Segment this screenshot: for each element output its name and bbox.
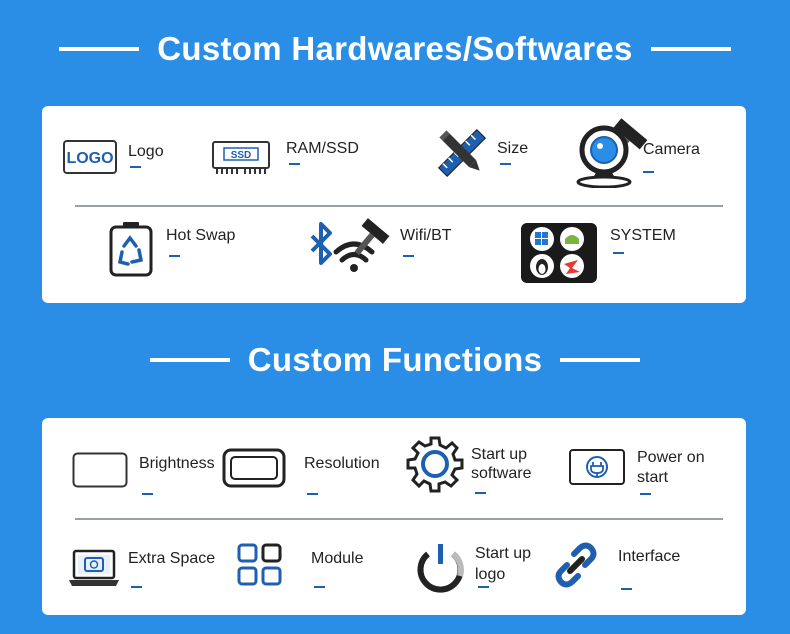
item-label-hot-swap: Hot Swap	[166, 227, 236, 244]
laptop-icon	[68, 548, 120, 588]
item-label-power-on-l1: Power on	[637, 449, 705, 466]
item-label-camera: Camera	[643, 141, 700, 158]
resolution-icon	[222, 448, 286, 488]
item-label-power-on-l2: start	[637, 469, 669, 486]
camera-icon	[572, 114, 654, 188]
item-dash	[478, 586, 489, 588]
section-heading-functions: Custom Functions	[0, 341, 790, 379]
item-dash	[475, 492, 486, 494]
os-icon	[520, 222, 598, 284]
item-dash	[314, 586, 325, 588]
item-label-ram-ssd: RAM/SSD	[286, 140, 359, 157]
item-label-startup-logo-l2: logo	[475, 566, 506, 583]
startup-logo-icon	[412, 542, 468, 594]
item-dash	[621, 588, 632, 590]
heading-rule-right	[650, 47, 731, 51]
wifi-bluetooth-icon	[306, 218, 390, 282]
hardware-panel: LOGO Logo SSD RAM/SSD	[42, 106, 746, 303]
logo-icon: LOGO	[62, 138, 118, 176]
svg-text:LOGO: LOGO	[66, 150, 113, 167]
item-label-resolution: Resolution	[304, 455, 380, 472]
item-label-logo: Logo	[128, 143, 164, 160]
item-dash	[289, 163, 300, 165]
brightness-icon	[72, 452, 128, 488]
item-dash	[130, 166, 141, 168]
svg-text:SSD: SSD	[231, 150, 252, 161]
ruler-pencil-icon	[434, 126, 490, 180]
gear-icon	[406, 435, 464, 493]
panel-divider	[75, 205, 723, 207]
item-label-size: Size	[497, 140, 529, 157]
power-plug-icon	[568, 448, 626, 488]
section-title: Custom Hardwares/Softwares	[157, 30, 633, 67]
item-label-wifi-bt: Wifi/BT	[400, 227, 452, 244]
item-label-startup-logo-l1: Start up	[475, 545, 532, 562]
module-grid-icon	[236, 542, 284, 588]
heading-rule-left	[59, 47, 140, 51]
item-label-startup-software-l2: software	[471, 465, 532, 482]
item-label-module: Module	[311, 550, 364, 567]
section-title: Custom Functions	[247, 341, 543, 378]
item-label-startup-software-l1: Start up	[471, 446, 528, 463]
item-dash	[131, 586, 142, 588]
item-dash	[500, 163, 511, 165]
link-icon	[554, 542, 598, 588]
heading-rule-right	[560, 358, 641, 362]
item-dash	[169, 255, 180, 257]
item-label-interface: Interface	[618, 548, 681, 565]
panel-divider	[75, 518, 723, 520]
item-label-brightness: Brightness	[139, 455, 215, 472]
heading-rule-left	[149, 358, 230, 362]
item-dash	[307, 493, 318, 495]
item-label-system: SYSTEM	[610, 227, 676, 244]
ssd-icon: SSD	[210, 140, 272, 176]
section-heading-hardware: Custom Hardwares/Softwares	[0, 30, 790, 68]
item-dash	[613, 252, 624, 254]
battery-recycle-icon	[108, 220, 154, 278]
item-label-extra-space: Extra Space	[128, 550, 216, 567]
functions-panel: Brightness Resolution Start up software …	[42, 418, 746, 615]
item-dash	[142, 493, 153, 495]
item-dash	[640, 493, 651, 495]
item-dash	[643, 171, 654, 173]
item-dash	[403, 255, 414, 257]
